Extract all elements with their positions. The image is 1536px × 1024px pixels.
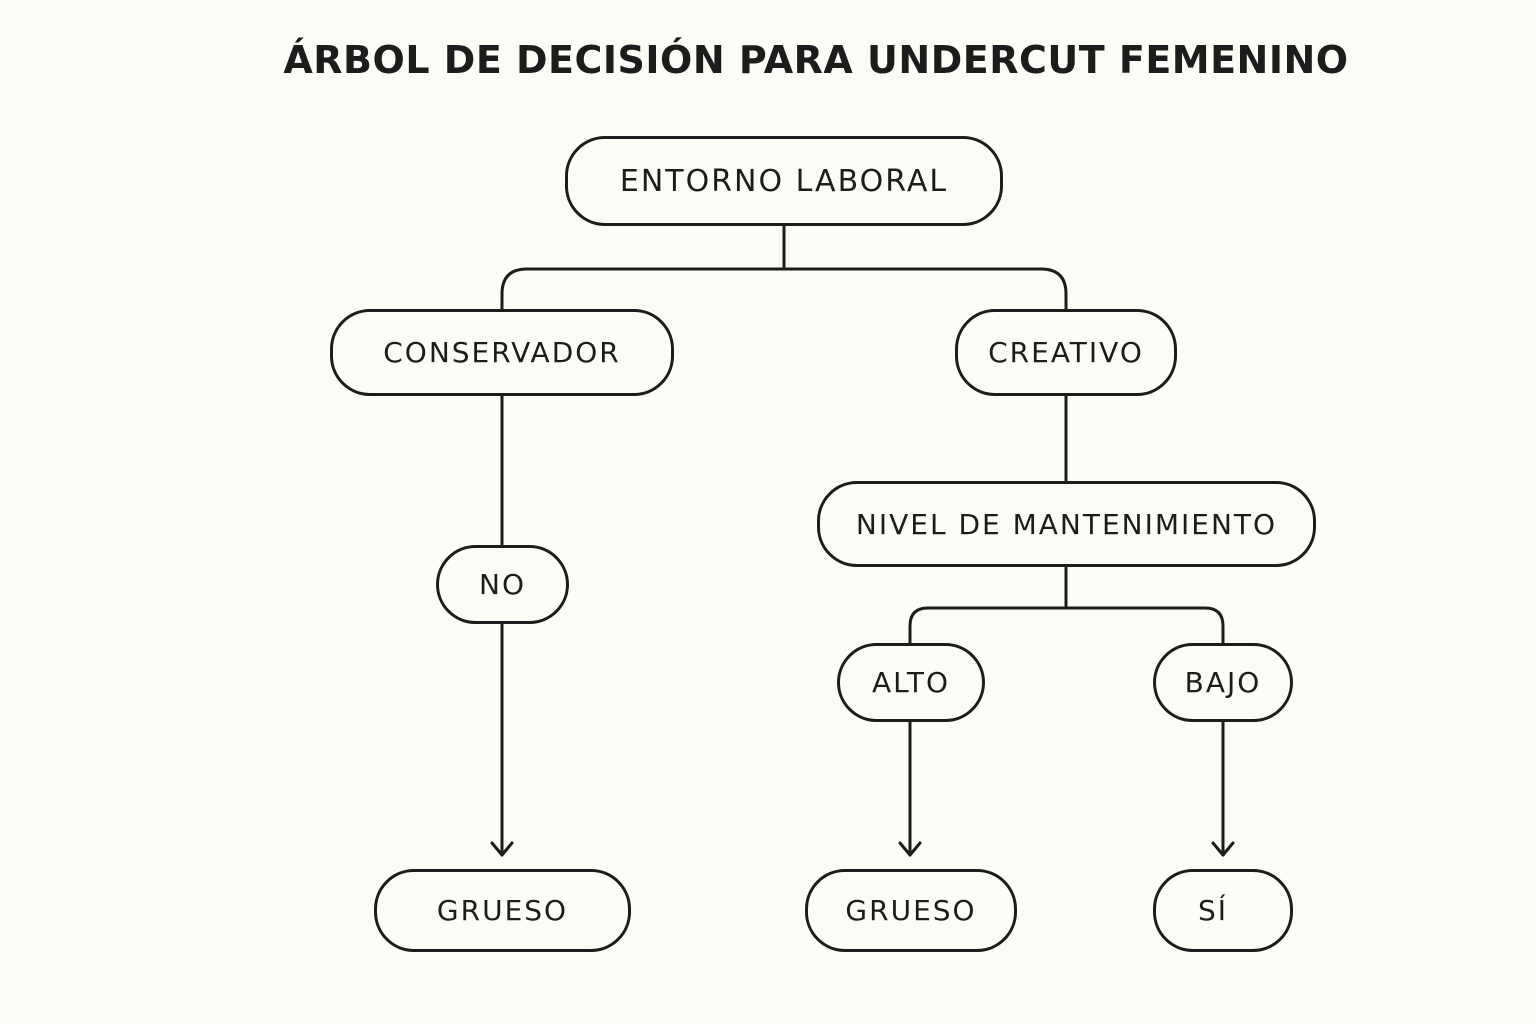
arrowhead-alto-grueso [898,841,922,857]
edge-root-split [500,267,1068,311]
node-grueso-mid: GRUESO [805,869,1017,952]
node-si: SÍ [1153,869,1293,952]
edge-mantenimiento-split [908,606,1225,645]
diagram-title: ÁRBOL DE DECISIÓN PARA UNDERCUT FEMENINO [283,38,1349,82]
node-conservador: CONSERVADOR [330,309,674,396]
arrowhead-bajo-si [1211,841,1235,857]
node-creativo: CREATIVO [955,309,1177,396]
node-nivel-de-mantenimiento: NIVEL DE MANTENIMIENTO [817,481,1316,567]
node-no: NO [436,545,569,624]
node-bajo: BAJO [1153,643,1293,722]
arrowhead-no-grueso [490,841,514,857]
node-alto: ALTO [837,643,985,722]
node-grueso-left: GRUESO [374,869,631,952]
node-entorno-laboral: ENTORNO LABORAL [565,136,1003,226]
